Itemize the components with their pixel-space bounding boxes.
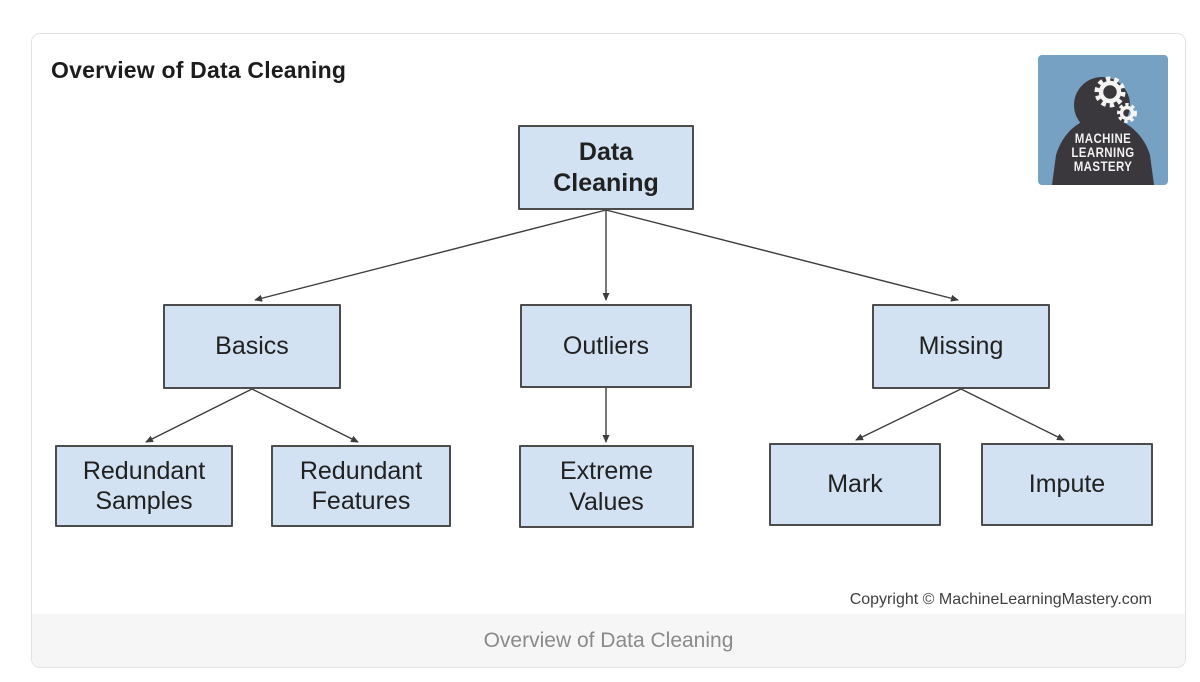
logo-line-3: MASTERY — [1073, 158, 1133, 174]
edge-missing-impute — [960, 388, 1065, 441]
node-extreme-values: Extreme Values — [519, 445, 694, 528]
machine-learning-mastery-logo: MACHINE LEARNING MASTERY — [1038, 55, 1168, 185]
gears-icon — [1094, 76, 1137, 123]
figure-card: Overview of Data Cleaning MACHINE LEARNI… — [31, 33, 1186, 668]
node-basics: Basics — [163, 304, 341, 389]
copyright-text: Copyright © MachineLearningMastery.com — [849, 591, 1152, 608]
node-missing: Missing — [872, 304, 1050, 389]
node-redundant-features: Redundant Features — [271, 445, 451, 527]
person-silhouette-icon — [1052, 76, 1154, 185]
edge-basics-redundant-features — [251, 388, 359, 443]
edge-root-basics — [254, 209, 607, 302]
node-data-cleaning: Data Cleaning — [518, 125, 694, 210]
figure-caption: Overview of Data Cleaning — [483, 628, 734, 652]
node-redundant-samples: Redundant Samples — [55, 445, 233, 527]
logo-line-1: MACHINE — [1074, 130, 1132, 146]
logo-text: MACHINE LEARNING MASTERY — [1050, 131, 1157, 173]
edge-basics-redundant-samples — [145, 388, 253, 443]
logo-line-2: LEARNING — [1071, 144, 1135, 160]
node-impute: Impute — [981, 443, 1153, 526]
node-mark: Mark — [769, 443, 941, 526]
caption-band: Overview of Data Cleaning — [32, 614, 1185, 667]
node-outliers: Outliers — [520, 304, 692, 388]
edge-missing-mark — [855, 388, 962, 441]
edge-root-missing — [605, 209, 959, 302]
diagram-title: Overview of Data Cleaning — [51, 57, 347, 83]
